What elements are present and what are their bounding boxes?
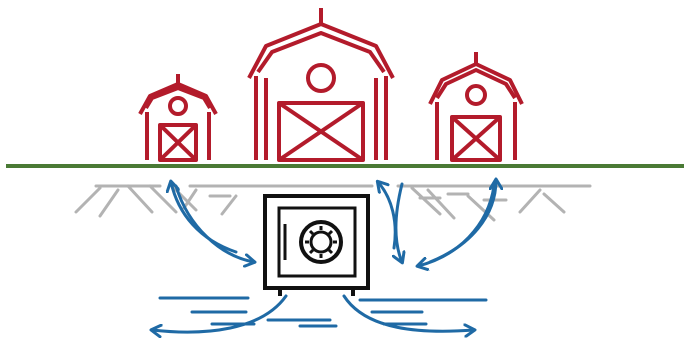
safe-icon: [263, 194, 370, 296]
arrow-safe-out-right: [342, 294, 474, 331]
barn-icon: [138, 74, 218, 162]
arrow-safe-to-center-barn: [378, 182, 397, 250]
arrow-safe-out-left: [152, 294, 288, 332]
arrow-center-barn: [396, 182, 402, 262]
arrow-safe-to-right-barn: [428, 180, 496, 264]
barn-icon: [247, 8, 395, 162]
flow-arrows: [152, 180, 496, 332]
barn-icon: [428, 52, 524, 162]
water-flow-lines: [158, 296, 488, 328]
arrow-safe-to-barn-left: [171, 182, 238, 254]
